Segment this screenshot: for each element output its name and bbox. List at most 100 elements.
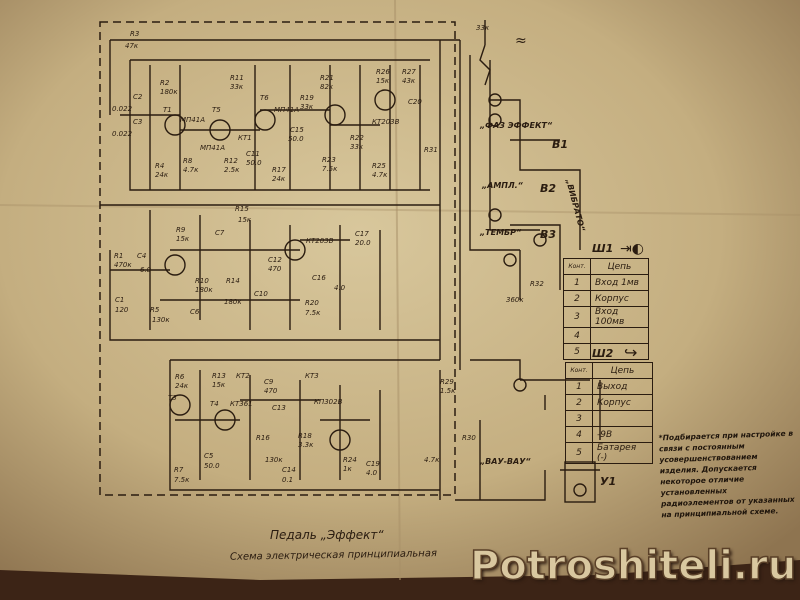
comp-label: C15 [290, 126, 304, 134]
comp-label: 2.5к [224, 166, 240, 174]
comp-label: R23 [322, 156, 336, 164]
comp-label: C6 [190, 308, 200, 316]
comp-label: C4 [137, 252, 146, 260]
comp-label: 24к [155, 171, 169, 179]
pin: 3 [563, 306, 591, 328]
comp-label: 20.0 [355, 239, 371, 247]
circuit [590, 327, 649, 344]
comp-label: R26 [376, 68, 390, 76]
comp-label: МП41А [180, 116, 205, 124]
switch-b1: B1 [552, 138, 568, 151]
comp-label: 360к [506, 296, 524, 304]
comp-label: R9 [176, 226, 186, 234]
comp-label: C7 [215, 229, 225, 237]
comp-label: C1 [115, 296, 124, 304]
comp-label: R14 [226, 277, 240, 285]
comp-label: T4 [210, 400, 219, 408]
comp-label: 24к [272, 175, 286, 183]
comp-label: R24 [343, 456, 357, 464]
comp-label: 4.7к [183, 166, 199, 174]
comp-label: 50.0 [204, 462, 220, 470]
comp-label: 1к [343, 465, 352, 473]
comp-label: 0.1 [282, 476, 293, 484]
comp-label: R29 [440, 378, 454, 386]
comp-label: 470 [264, 387, 278, 395]
comp-label: 15к [238, 216, 252, 224]
comp-label: 180к [224, 298, 242, 306]
comp-label: R20 [305, 299, 319, 307]
comp-label: R11 [230, 74, 244, 82]
circuit: Выход [592, 378, 653, 395]
header-pin: Конт. [565, 362, 593, 379]
comp-label: R15 [235, 205, 249, 213]
comp-label: C16 [312, 274, 326, 282]
pin: 4 [563, 327, 591, 344]
comp-label: R6 [175, 373, 185, 381]
comp-label: R19 [300, 94, 314, 102]
comp-label: C11 [246, 150, 260, 158]
comp-label: 7.5к [174, 476, 190, 484]
comp-label: C14 [282, 466, 296, 474]
comp-label: 4.0 [366, 469, 378, 477]
comp-label: МП41А [200, 144, 225, 152]
component-labels: R3 47к C2 0.022 C3 0.022 R2 180к R11 33к… [112, 24, 544, 484]
comp-label: 180к [195, 286, 213, 294]
comp-label: T1 [163, 106, 172, 114]
comp-label: R8 [183, 157, 193, 165]
comp-label: 4.0 [334, 284, 346, 292]
transistors [164, 89, 587, 497]
circuit [592, 410, 653, 427]
comp-label: 82к [320, 83, 334, 91]
comp-label: C2 [133, 93, 143, 101]
comp-label: C12 [268, 256, 282, 264]
pin: 5 [563, 343, 591, 360]
header-circuit: Цепь [590, 258, 649, 275]
comp-label: 33к [230, 83, 244, 91]
comp-label: 7.5к [322, 165, 338, 173]
comp-label: 0.022 [112, 105, 133, 113]
comp-label: R22 [350, 134, 364, 142]
comp-label: 180к [160, 88, 178, 96]
comp-label: C19 [366, 460, 380, 468]
comp-label: КТ361 [230, 400, 253, 408]
pin: 1 [565, 378, 593, 395]
comp-label: 24к [175, 382, 189, 390]
comp-label: 47к [125, 42, 139, 50]
comp-label: 33к [350, 143, 364, 151]
comp-label: 120 [115, 306, 129, 314]
comp-label: 3.3к [298, 441, 314, 449]
comp-label: 1.5к [440, 387, 456, 395]
comp-label: 33к [300, 103, 314, 111]
input-jack-icon: ⇥◐ [620, 241, 644, 257]
header-pin: Конт. [563, 258, 591, 275]
pin: 2 [563, 290, 591, 307]
comp-label: КТ1 [238, 134, 252, 142]
comp-label: R1 [114, 252, 123, 260]
circuit-wires [100, 20, 601, 501]
switch-b3: B3 [540, 228, 556, 241]
switch-b2-label: „АМПЛ.“ [481, 181, 524, 190]
watermark: Potroshiteli.ru [469, 542, 797, 590]
comp-label: C13 [272, 404, 286, 412]
comp-label: 130к [152, 316, 170, 324]
comp-label: R10 [195, 277, 209, 285]
comp-label: R7 [174, 466, 184, 474]
comp-label: R5 [150, 306, 160, 314]
comp-label: КТ203В [306, 237, 334, 245]
comp-label: R32 [530, 280, 544, 288]
pin: 5 [565, 442, 593, 464]
comp-label: R17 [272, 166, 286, 174]
board-outline [99, 21, 456, 496]
comp-label: C10 [254, 290, 268, 298]
comp-label: R3 [130, 30, 139, 38]
comp-label: 15к [176, 235, 190, 243]
comp-label: 15к [376, 77, 390, 85]
comp-label: R2 [160, 79, 170, 87]
comp-label: R30 [462, 434, 476, 442]
circuit: Батарея (-) [592, 442, 653, 464]
comp-label: R27 [402, 68, 416, 76]
comp-label: 50.0 [288, 135, 304, 143]
comp-label: R12 [224, 157, 238, 165]
